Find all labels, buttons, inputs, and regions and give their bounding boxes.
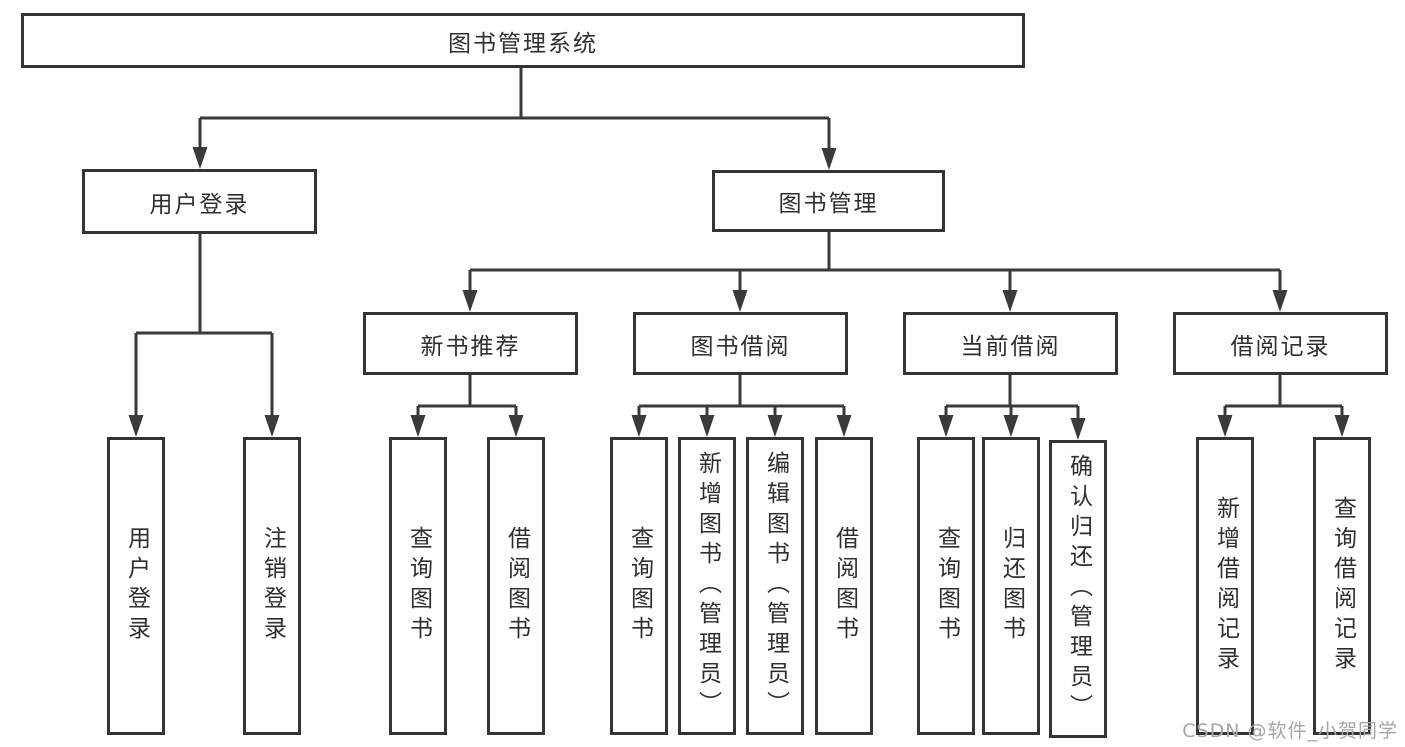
leaf-label: 查询图书: [933, 526, 960, 646]
node-book-management: 图书管理: [712, 170, 945, 232]
node-user-login: 用户登录: [82, 169, 317, 234]
leaf-label: 借阅图书: [831, 526, 858, 646]
leaf-label: 确认归还（管理员）: [1065, 454, 1092, 724]
csdn-watermark: CSDN @软件_小贺同学: [1182, 720, 1398, 742]
leaf-query-books-current: 查询图书: [917, 437, 975, 735]
leaf-confirm-return-admin: 确认归还（管理员）: [1049, 440, 1107, 738]
leaf-borrow-books-recommend: 借阅图书: [487, 437, 545, 735]
leaf-edit-books-admin: 编辑图书（管理员）: [746, 437, 804, 735]
leaf-add-books-admin: 新增图书（管理员）: [678, 437, 736, 735]
leaf-label: 新增借阅记录: [1212, 496, 1239, 676]
node-borrowing-records: 借阅记录: [1173, 312, 1388, 375]
leaf-label: 查询图书: [405, 526, 432, 646]
leaf-query-books-borrowing: 查询图书: [610, 437, 668, 735]
leaf-return-books: 归还图书: [982, 437, 1040, 735]
leaf-logout: 注销登录: [243, 437, 301, 735]
leaf-borrow-books: 借阅图书: [815, 437, 873, 735]
arrowhead-icons: [128, 147, 1350, 440]
leaf-label: 查询借阅记录: [1329, 496, 1356, 676]
connector-path: [134, 68, 1344, 431]
leaf-query-books-recommend: 查询图书: [389, 437, 447, 735]
leaf-label: 新增图书（管理员）: [694, 451, 721, 721]
leaf-user-login: 用户登录: [107, 437, 165, 735]
leaf-label: 注销登录: [259, 526, 286, 646]
leaf-label: 用户登录: [123, 526, 150, 646]
leaf-label: 查询图书: [626, 526, 653, 646]
node-book-borrowing: 图书借阅: [633, 312, 848, 375]
node-current-borrowing: 当前借阅: [903, 312, 1118, 375]
leaf-label: 借阅图书: [503, 526, 530, 646]
node-root-system: 图书管理系统: [21, 13, 1025, 68]
leaf-query-borrow-record: 查询借阅记录: [1313, 437, 1371, 735]
leaf-label: 编辑图书（管理员）: [762, 451, 789, 721]
node-new-book-recommend: 新书推荐: [363, 312, 578, 375]
leaf-label: 归还图书: [998, 526, 1025, 646]
leaf-add-borrow-record: 新增借阅记录: [1196, 437, 1254, 735]
